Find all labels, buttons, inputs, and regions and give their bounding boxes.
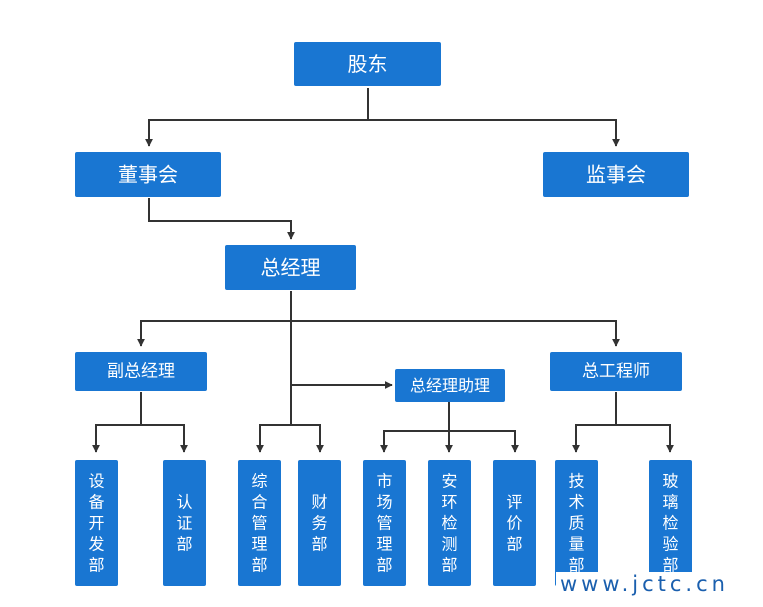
node-shareholders: 股东	[294, 42, 441, 86]
connector-board-gm	[148, 198, 295, 240]
node-equipment-dev: 设备开发部	[75, 460, 118, 586]
connector-shareholders-board	[145, 88, 369, 147]
connector-chief-glass	[616, 424, 674, 453]
node-label: 技术质量部	[568, 472, 584, 575]
node-box	[428, 460, 471, 586]
node-board: 董事会	[75, 152, 221, 197]
node-label: 副总经理	[107, 362, 175, 382]
node-label: 评价部	[506, 493, 522, 554]
node-label: 董事会	[118, 163, 178, 187]
node-label: 总工程师	[582, 362, 650, 382]
node-general-mgmt: 综合管理部	[238, 460, 281, 586]
node-box	[550, 352, 682, 391]
node-box	[493, 460, 536, 586]
node-chief-engineer: 总工程师	[550, 352, 682, 391]
node-box	[543, 152, 689, 197]
node-label: 玻璃检验部	[662, 472, 678, 575]
connector-assistant-market	[380, 430, 449, 453]
node-box	[75, 152, 221, 197]
node-box	[298, 460, 341, 586]
node-safety-env: 安环检测部	[428, 460, 471, 586]
connector-gm-deputy	[137, 320, 291, 347]
node-label: 财务部	[311, 493, 327, 554]
node-box	[294, 42, 441, 86]
node-glass-inspection: 玻璃检验部	[649, 460, 692, 586]
node-box	[395, 369, 505, 402]
node-box	[238, 460, 281, 586]
node-box	[555, 460, 598, 586]
connector-chief-tech-quality	[572, 424, 616, 453]
node-label: 综合管理部	[251, 472, 267, 575]
node-evaluation: 评价部	[493, 460, 536, 586]
node-box	[225, 245, 356, 290]
node-label: 总经理	[261, 256, 321, 280]
node-deputy-gm: 副总经理	[75, 352, 207, 391]
node-box	[75, 352, 207, 391]
connectors	[92, 88, 674, 453]
node-finance: 财务部	[298, 460, 341, 586]
watermark: www.jctc.cn	[556, 572, 733, 596]
node-box	[163, 460, 206, 586]
node-box	[363, 460, 406, 586]
node-gm-assistant: 总经理助理	[395, 369, 505, 402]
node-label: 监事会	[586, 163, 646, 187]
node-certification: 认证部	[163, 460, 206, 586]
node-box	[75, 460, 118, 586]
node-label: 认证部	[176, 493, 192, 554]
node-supervisors: 监事会	[543, 152, 689, 197]
node-market-mgmt: 市场管理部	[363, 460, 406, 586]
node-label: 设备开发部	[88, 472, 104, 575]
connector-assistant-evaluation	[448, 402, 519, 453]
connector-deputy-certification	[141, 424, 188, 453]
node-label: 安环检测部	[441, 472, 457, 575]
node-label: 总经理助理	[410, 376, 490, 395]
connector-gm-finance	[291, 424, 324, 453]
connector-gm-general-mgmt	[256, 424, 291, 453]
connector-shareholders-supervisors	[368, 119, 620, 147]
node-tech-quality: 技术质量部	[555, 460, 598, 586]
connector-gm-chief-engineer	[291, 320, 620, 347]
node-box	[649, 460, 692, 586]
connector-deputy-equipment	[92, 424, 141, 453]
node-gm: 总经理	[225, 245, 356, 290]
node-label: 股东	[348, 52, 388, 76]
node-label: 市场管理部	[376, 472, 392, 575]
